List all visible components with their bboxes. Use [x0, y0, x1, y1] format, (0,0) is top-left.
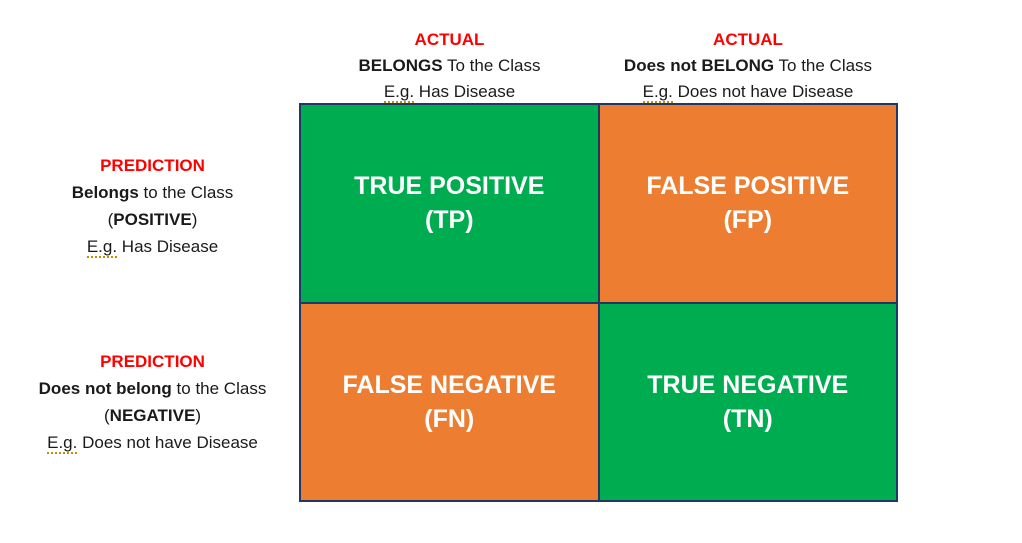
- cell-title: FALSE NEGATIVE: [342, 370, 556, 399]
- row-header-title: PREDICTION: [100, 352, 205, 371]
- cell-abbreviation: (TN): [722, 404, 773, 433]
- example-rest-text: Has Disease: [414, 82, 516, 101]
- paren-open: (: [107, 210, 114, 229]
- row-header-prediction-positive: PREDICTION Belongs to the Class (POSITIV…: [5, 152, 300, 260]
- example-rest-text: Does not have Disease: [672, 82, 854, 101]
- class-name-bold-text: NEGATIVE: [109, 406, 196, 425]
- cell-title: TRUE NEGATIVE: [647, 370, 849, 399]
- column-header-description: Does not BELONG To the Class: [598, 53, 898, 79]
- description-rest-text: To the Class: [774, 56, 873, 75]
- paren-close: ): [191, 210, 198, 229]
- cell-abbreviation: (FP): [723, 206, 773, 235]
- example-abbreviation: E.g.: [86, 237, 118, 258]
- cell-title: FALSE POSITIVE: [646, 172, 850, 201]
- cell-title: TRUE POSITIVE: [354, 172, 545, 201]
- column-header-actual-not-belong: ACTUAL Does not BELONG To the Class E.g.…: [598, 27, 898, 105]
- paren-close: ): [195, 406, 201, 425]
- row-header-prediction-negative: PREDICTION Does not belong to the Class …: [5, 348, 300, 456]
- column-header-example: E.g. Does not have Disease: [598, 79, 898, 105]
- row-header-class-name: (NEGATIVE): [5, 402, 300, 429]
- description-bold-text: Belongs: [71, 183, 139, 202]
- row-header-description: Belongs to the Class: [5, 179, 300, 206]
- column-header-example: E.g. Has Disease: [301, 79, 598, 105]
- example-rest-text: Does not have Disease: [77, 433, 258, 452]
- cell-abbreviation: (TP): [424, 206, 474, 235]
- cell-true-positive: TRUE POSITIVE (TP): [301, 105, 598, 302]
- description-bold-text: Does not belong: [38, 379, 172, 398]
- column-header-description: BELONGS To the Class: [301, 53, 598, 79]
- description-rest-text: To the Class: [442, 56, 541, 75]
- example-abbreviation: E.g.: [383, 82, 415, 103]
- cell-false-negative: FALSE NEGATIVE (FN): [301, 303, 598, 500]
- example-rest-text: Has Disease: [117, 237, 219, 256]
- example-abbreviation: E.g.: [642, 82, 673, 103]
- example-abbreviation: E.g.: [47, 433, 78, 454]
- description-rest-text: to the Class: [138, 183, 234, 202]
- description-rest-text: to the Class: [171, 379, 267, 398]
- column-header-title: ACTUAL: [713, 30, 783, 49]
- column-header-actual-belongs: ACTUAL BELONGS To the Class E.g. Has Dis…: [301, 27, 598, 105]
- row-header-example: E.g. Has Disease: [5, 233, 300, 260]
- description-bold-text: BELONGS: [358, 56, 443, 75]
- row-header-description: Does not belong to the Class: [5, 375, 300, 402]
- cell-abbreviation: (FN): [424, 404, 475, 433]
- class-name-bold-text: POSITIVE: [113, 210, 192, 229]
- row-header-class-name: (POSITIVE): [5, 206, 300, 233]
- confusion-matrix-grid: TRUE POSITIVE (TP) FALSE POSITIVE (FP) F…: [299, 103, 898, 502]
- column-header-title: ACTUAL: [414, 30, 485, 49]
- row-header-title: PREDICTION: [100, 156, 205, 175]
- cell-true-negative: TRUE NEGATIVE (TN): [599, 303, 896, 500]
- paren-open: (: [104, 406, 110, 425]
- description-bold-text: Does not BELONG: [623, 56, 775, 75]
- cell-false-positive: FALSE POSITIVE (FP): [599, 105, 896, 302]
- row-header-example: E.g. Does not have Disease: [5, 429, 300, 456]
